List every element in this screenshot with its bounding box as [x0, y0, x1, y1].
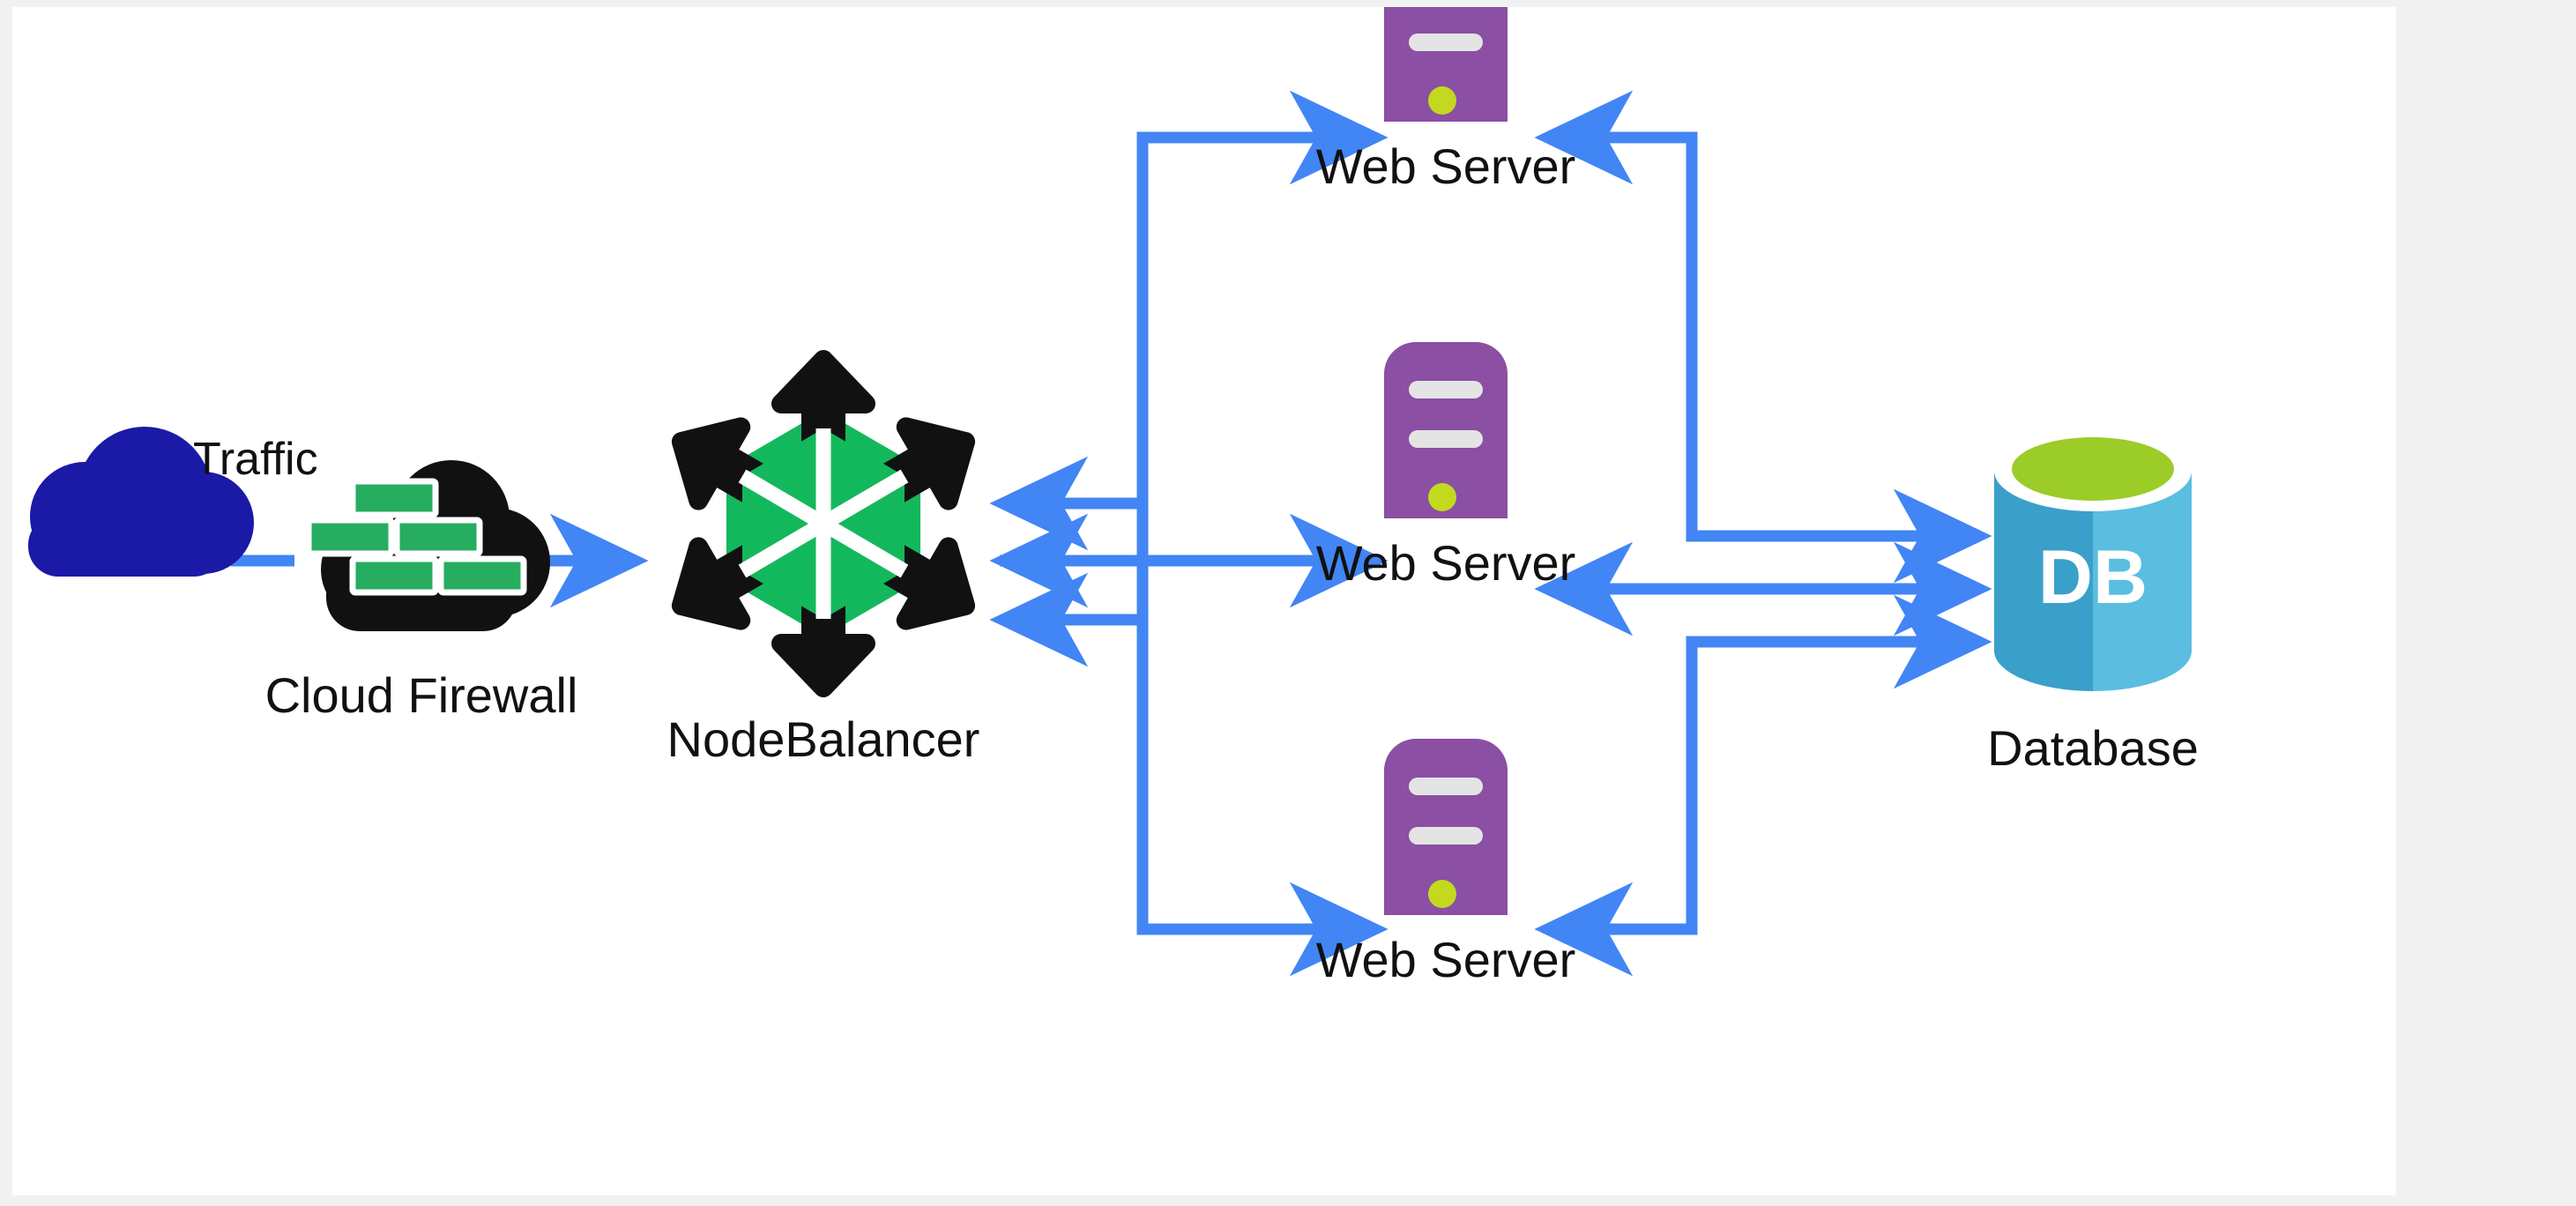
traffic-label: Traffic: [193, 434, 318, 485]
document-page: Traffic: [12, 7, 2396, 1195]
node-nodebalancer[interactable]: NodeBalancer: [660, 350, 986, 767]
edge-webserver-top-to-database: [1686, 138, 1992, 584]
node-database[interactable]: DB Database: [1987, 430, 2199, 776]
node-webserver-top[interactable]: Web Server: [1316, 7, 1576, 194]
edge-webserver-top-to-nodebalancer: [989, 138, 1149, 551]
server-led-icon: [1428, 880, 1456, 908]
webserver-bottom-label: Web Server: [1316, 932, 1576, 987]
node-traffic[interactable]: Traffic: [28, 427, 318, 577]
server-icon: [1384, 739, 1508, 915]
webserver-middle-label: Web Server: [1316, 535, 1576, 591]
cloud-icon: [28, 427, 254, 577]
cloud-firewall-label: Cloud Firewall: [265, 667, 578, 723]
architecture-diagram: Traffic: [28, 7, 2199, 987]
firewall-icon: [305, 460, 550, 631]
database-label: Database: [1987, 720, 2199, 776]
node-cloud-firewall[interactable]: Cloud Firewall: [265, 460, 578, 723]
edge-webserver-bottom-to-nodebalancer: [989, 572, 1149, 929]
edge-database-to-webserver-top: [1534, 90, 1698, 536]
server-bar: [1409, 34, 1483, 51]
server-led-icon: [1428, 483, 1456, 511]
node-webserver-middle[interactable]: Web Server: [1316, 342, 1576, 591]
nodebalancer-icon: [671, 350, 976, 697]
server-bar: [1409, 827, 1483, 845]
server-icon: [1384, 7, 1508, 122]
server-bar: [1409, 381, 1483, 398]
webserver-top-label: Web Server: [1316, 138, 1576, 194]
database-icon: DB: [1994, 430, 2192, 691]
node-webserver-bottom[interactable]: Web Server: [1316, 739, 1576, 987]
nodebalancer-label: NodeBalancer: [667, 711, 980, 767]
edge-database-to-webserver-bottom: [1534, 642, 1698, 977]
database-top-icon: [2012, 437, 2174, 501]
hexagon-overlay: [738, 428, 909, 619]
edge-nodebalancer-to-webserver-top: [1136, 90, 1389, 929]
edge-webserver-bottom-to-database: [1686, 594, 1992, 929]
server-icon: [1384, 342, 1508, 518]
server-led-icon: [1428, 86, 1456, 115]
server-bar: [1409, 778, 1483, 795]
firewall-bricks: [305, 478, 527, 596]
database-badge: DB: [2038, 535, 2148, 620]
connector-layer: [231, 90, 1992, 977]
server-bar: [1409, 430, 1483, 448]
